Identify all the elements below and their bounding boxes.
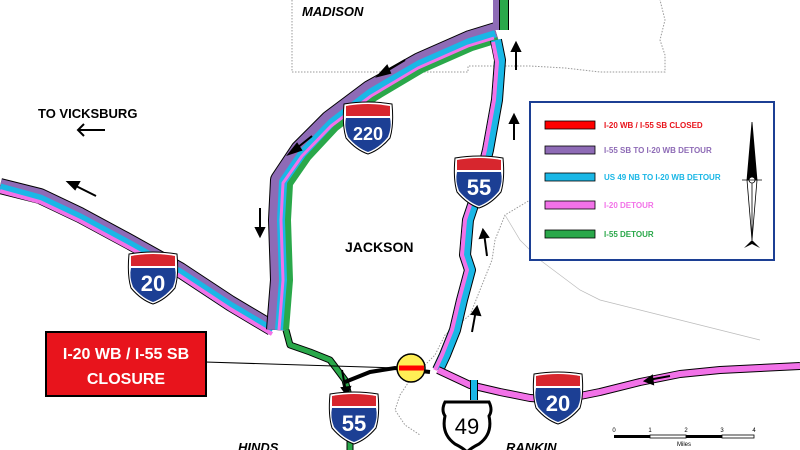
label-vicksburg: TO VICKSBURG — [38, 106, 137, 121]
route-cyan — [433, 39, 505, 373]
shield-label: 55 — [342, 411, 366, 436]
shield-i20-east: 20 — [532, 371, 584, 425]
scale-bar: 0 1 2 3 4 Miles — [612, 428, 756, 448]
shield-i55-south: 55 — [328, 391, 380, 445]
legend-label: I-20 WB / I-55 SB CLOSED — [604, 121, 703, 130]
route-cyan — [0, 183, 275, 335]
label-madison: MADISON — [302, 4, 364, 19]
north-arrow-icon — [742, 121, 762, 248]
legend: I-20 WB / I-55 SB CLOSED I-55 SB TO I-20… — [529, 101, 775, 261]
legend-item: I-55 DETOUR — [544, 229, 654, 239]
arrow-icon — [340, 369, 352, 398]
shield-label: 220 — [353, 124, 383, 144]
arrow-icon — [254, 208, 266, 239]
arrow-icon — [642, 374, 671, 386]
legend-swatch-pink — [544, 200, 596, 210]
label-hinds: HINDS — [238, 440, 279, 450]
scale-unit-label: Miles — [677, 442, 691, 448]
legend-label: I-55 SB TO I-20 WB DETOUR — [604, 146, 712, 155]
arrow-icon — [286, 135, 313, 157]
closure-callout: I-20 WB / I-55 SB CLOSURE — [45, 331, 207, 397]
vicksburg-arrow-icon — [76, 123, 105, 137]
i20-west-route — [0, 178, 277, 336]
closure-callout-line1: I-20 WB / I-55 SB — [63, 346, 189, 363]
label-rankin: RANKIN — [506, 440, 557, 450]
legend-label: US 49 NB TO I-20 WB DETOUR — [604, 173, 721, 182]
hinds-rankin-boundary — [394, 119, 661, 436]
shield-label: 20 — [141, 271, 165, 296]
shield-label: 49 — [455, 414, 479, 439]
i55-east-corridor — [432, 38, 506, 373]
shield-i20-west: 20 — [127, 251, 179, 305]
arrow-icon — [508, 112, 520, 140]
arrow-icon — [65, 181, 97, 197]
legend-swatch-green — [544, 229, 596, 239]
closure-marker-icon — [396, 353, 426, 383]
scale-tick-label: 2 — [684, 428, 688, 434]
route-pink — [433, 41, 499, 371]
shield-label: 20 — [546, 391, 570, 416]
legend-item: I-20 WB / I-55 SB CLOSED — [544, 120, 703, 130]
arrow-icon — [375, 59, 406, 78]
i20-east-route — [436, 362, 800, 404]
shield-label: 55 — [467, 175, 491, 200]
legend-swatch-purple — [544, 145, 596, 155]
scale-tick-label: 0 — [612, 428, 616, 434]
legend-item: I-55 SB TO I-20 WB DETOUR — [544, 145, 712, 155]
legend-swatch-closed — [544, 120, 596, 130]
scale-tick-label: 1 — [648, 428, 652, 434]
legend-item: US 49 NB TO I-20 WB DETOUR — [544, 172, 721, 182]
scale-tick-label: 3 — [720, 428, 724, 434]
shield-i55-north: 55 — [453, 155, 505, 209]
legend-label: I-20 DETOUR — [604, 201, 654, 210]
scale-tick-label: 4 — [752, 428, 756, 434]
legend-swatch-cyan — [544, 172, 596, 182]
shield-i220: 220 — [342, 101, 394, 155]
i220-route — [266, 22, 499, 331]
shield-us49: 49 — [441, 400, 493, 450]
arrow-icon — [510, 40, 522, 70]
route-pink — [0, 189, 274, 336]
madison-county-boundary — [291, 0, 666, 73]
label-jackson: JACKSON — [345, 239, 413, 255]
route-pink — [436, 363, 800, 403]
i55-north-route — [493, 0, 509, 30]
closure-leader-line — [204, 361, 398, 369]
route-green — [283, 37, 499, 331]
legend-item: I-20 DETOUR — [544, 200, 654, 210]
direction-arrows — [65, 40, 671, 398]
closure-callout-line2: CLOSURE — [87, 371, 166, 388]
arrow-icon — [478, 227, 490, 257]
route-pink — [277, 36, 495, 331]
legend-label: I-55 DETOUR — [604, 230, 654, 239]
arrow-icon — [470, 304, 482, 333]
